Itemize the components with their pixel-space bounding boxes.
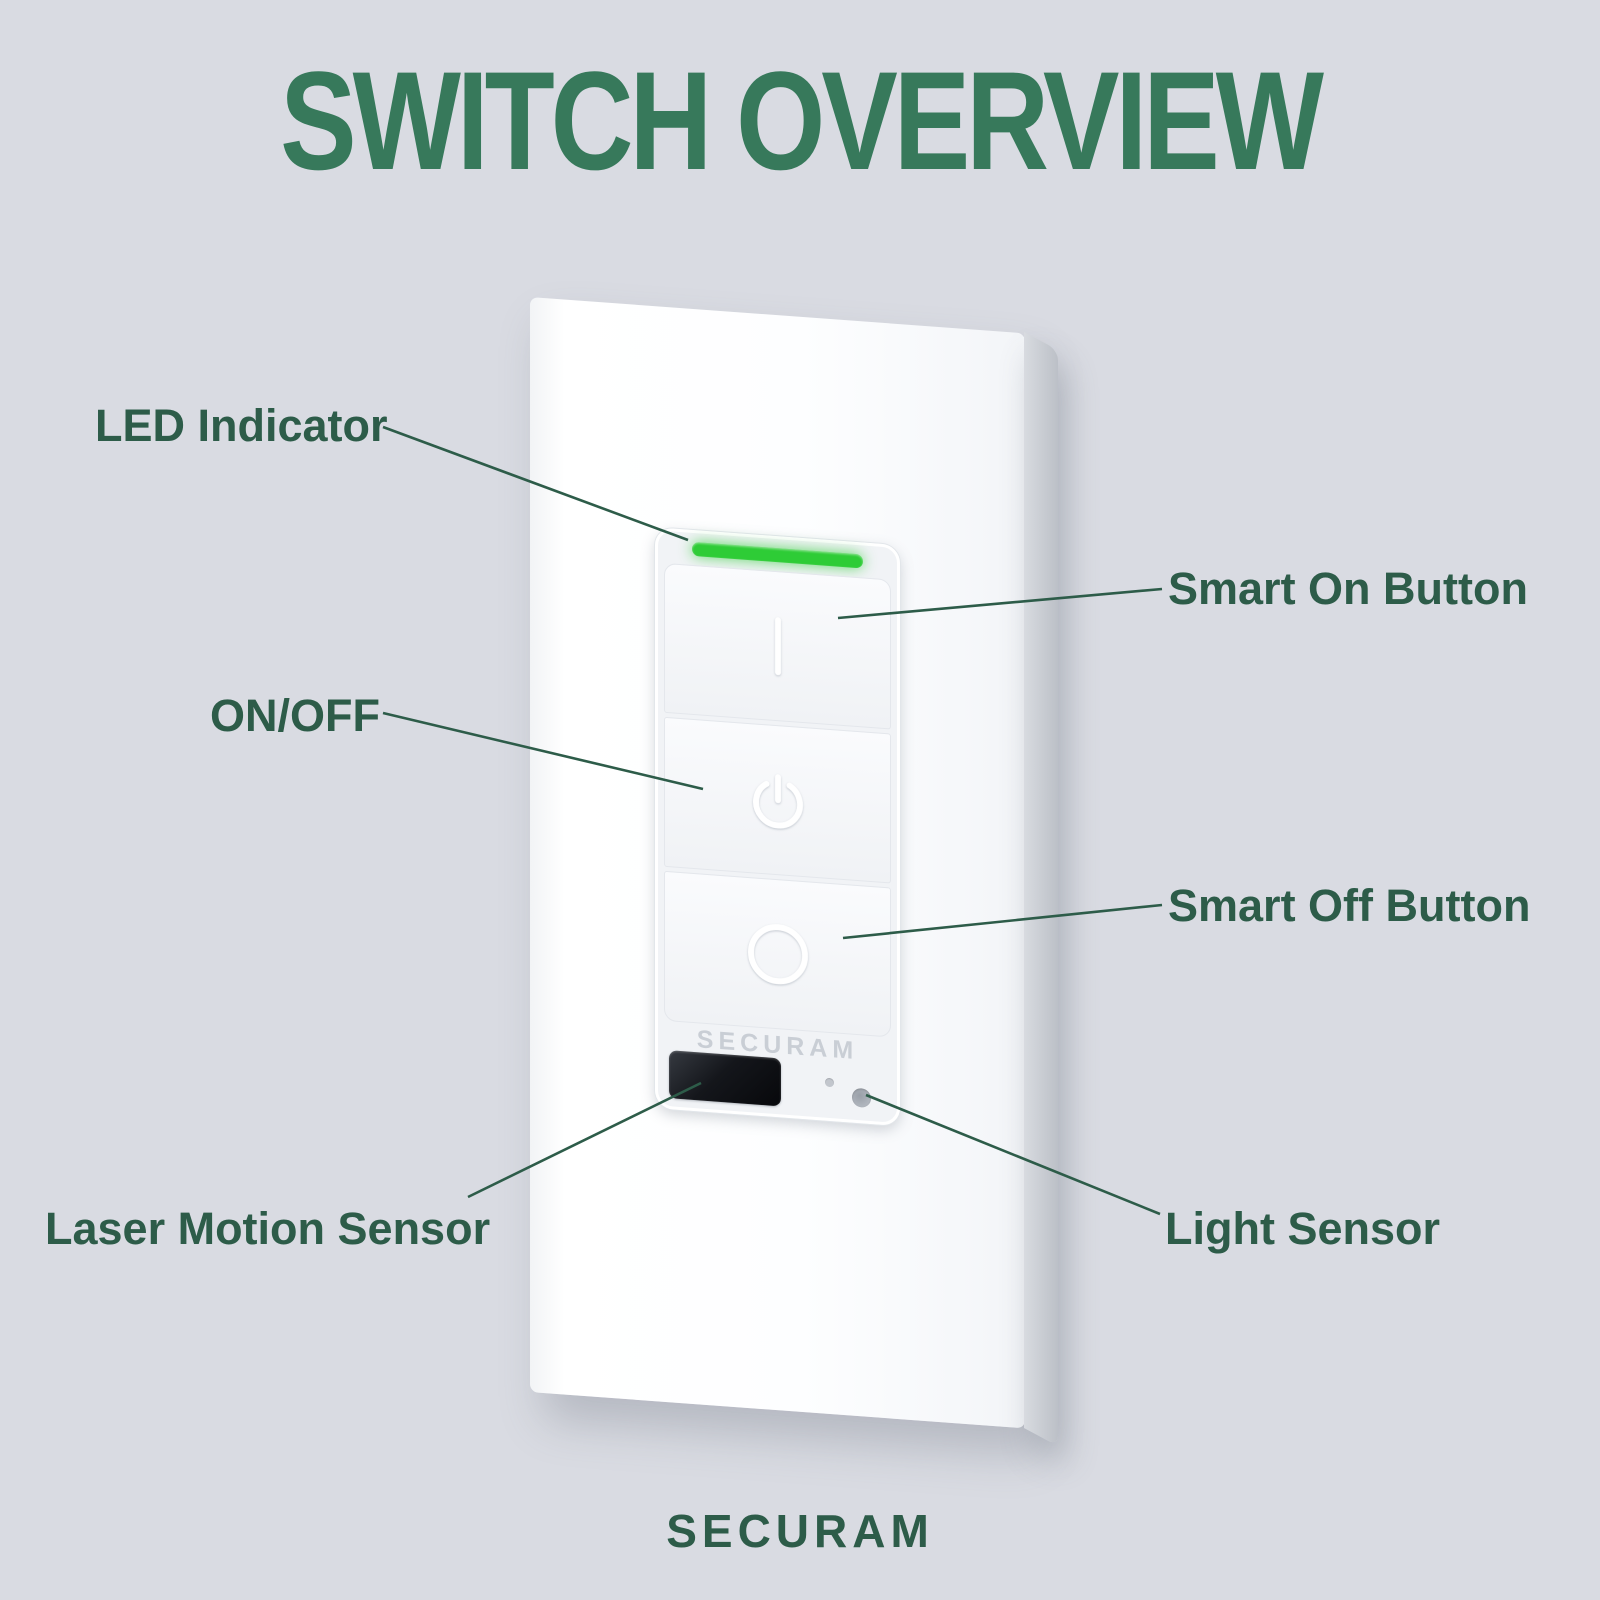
on-off-button (664, 716, 891, 884)
status-dot (825, 1077, 834, 1088)
smart-on-icon (774, 616, 781, 676)
page-title: SWITCH OVERVIEW (280, 42, 1324, 199)
callout-label-smart-on: Smart On Button (1168, 563, 1528, 614)
callout-label-light-sensor: Light Sensor (1165, 1203, 1441, 1254)
callout-label-laser-motion: Laser Motion Sensor (45, 1203, 491, 1254)
smart-on-button (664, 562, 891, 730)
power-icon (752, 774, 803, 829)
smart-off-icon (747, 924, 808, 985)
light-sensor-dot (852, 1087, 871, 1109)
switch-plate: SECURAM (530, 297, 1025, 1429)
smart-off-button (664, 870, 891, 1038)
switch-module: SECURAM (655, 527, 900, 1127)
switch-plate-side-edge (1024, 332, 1058, 1447)
laser-motion-sensor-window (669, 1050, 781, 1107)
callout-label-smart-off: Smart Off Button (1168, 880, 1531, 931)
led-indicator-bar (692, 541, 863, 569)
callout-label-led-indicator: LED Indicator (95, 400, 388, 451)
footer-brand-logo: SECURAM (666, 1505, 934, 1557)
callout-label-on-off: ON/OFF (210, 690, 380, 741)
